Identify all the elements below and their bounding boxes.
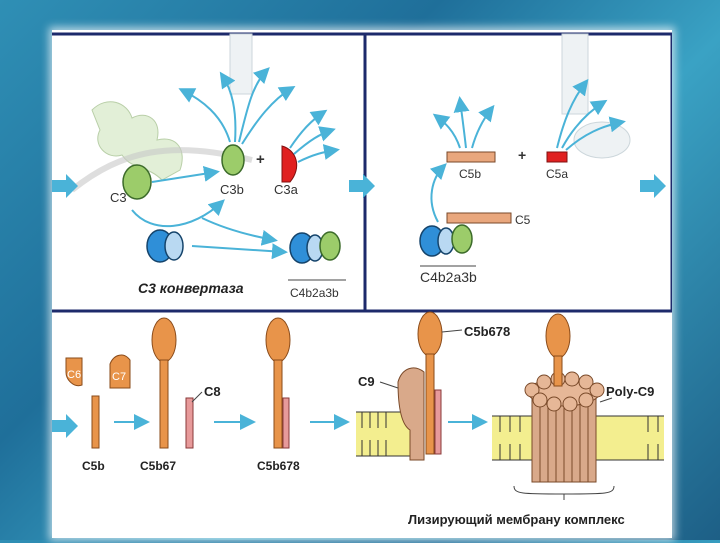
membrane-2-lipids: [499, 416, 659, 460]
c5b-bottom-label: C5b: [82, 459, 105, 473]
input-arrow-2: [349, 174, 375, 198]
arrow-c3b-1: [178, 88, 231, 143]
arrow-c3-to-c3b: [131, 199, 225, 228]
c3-convertase-label: С3 конвертаза: [138, 280, 244, 296]
c3b-label: C3b: [220, 182, 244, 197]
c3a-molecule: [281, 145, 298, 183]
c8-pointer: [191, 391, 203, 403]
c5a-bar: [546, 151, 568, 163]
c9-pointer: [379, 381, 399, 389]
membrane-1-lipids: [361, 412, 387, 456]
c5b-stick: [91, 395, 100, 449]
c4b2a3b-c3b: [319, 231, 341, 261]
arrow-c3-cleavage: [151, 165, 220, 183]
c5b67-head: [151, 317, 177, 363]
arrow-c5a-3: [565, 116, 626, 151]
c5b67-label: C5b67: [140, 459, 176, 473]
c5b678-stick: [273, 359, 283, 449]
arrow-c3b-4: [241, 85, 296, 145]
poly-c9-label: Poly-C9: [606, 384, 654, 399]
background-receptor-2: [561, 33, 589, 115]
c7-molecule: [109, 354, 131, 389]
arrow-c5b-3: [471, 104, 495, 149]
c5-label: C5: [515, 213, 531, 227]
c5b678-top-label: C5b678: [464, 324, 510, 339]
c3-label: C3: [110, 190, 127, 205]
arrow-c3b-2: [219, 71, 237, 143]
arrow-c3a-2: [293, 126, 336, 155]
complement-diagram: C3 C3b + C3a С3 конвертаза C4b2a3b C5b +…: [52, 32, 674, 527]
plus-sign-2: +: [518, 147, 526, 163]
c9-label: C9: [358, 374, 375, 389]
arrow-c5b-1: [432, 113, 461, 149]
arrow-convertase: [191, 243, 288, 260]
c4b2a3b-large-c3b: [451, 224, 473, 254]
arrow-c5b-2: [453, 96, 470, 149]
arrow-c3b-3: [238, 67, 270, 143]
c5b678-top-pointer: [441, 329, 463, 333]
c5b-bar: [446, 151, 496, 163]
c5b678-top-head: [417, 311, 443, 357]
c3a-label: C3a: [274, 182, 299, 197]
input-arrow-3: [640, 174, 666, 198]
c6-label: C6: [67, 369, 81, 381]
arrow-c5a-1: [556, 78, 589, 149]
diagram-panel: C3 C3b + C3a С3 конвертаза C4b2a3b C5b +…: [52, 30, 674, 538]
c5b-label: C5b: [459, 167, 481, 181]
plus-sign-1: +: [256, 151, 265, 168]
arrow-c3a-1: [289, 109, 328, 149]
background-receptor: [229, 33, 253, 95]
c3b-molecule: [221, 144, 245, 176]
c9-partial: [397, 367, 425, 461]
c5b67-stick: [159, 359, 169, 449]
arrow-c3a-3: [297, 144, 340, 163]
c4b2a3b-small-label: C4b2a3b: [290, 286, 339, 300]
c5a-label: C5a: [546, 167, 568, 181]
c4b2a3b-label: C4b2a3b: [420, 269, 477, 285]
mac-c5b-head: [545, 313, 571, 359]
arrow-c5a-2: [561, 99, 608, 149]
c8-label: C8: [204, 384, 221, 399]
mac-c5b-stick: [553, 355, 563, 387]
c3-molecule: [122, 164, 152, 200]
input-arrow-1: [52, 174, 78, 198]
mac-brace: [513, 485, 615, 495]
poly-c9-pointer: [599, 397, 613, 403]
c8-stick: [185, 397, 194, 449]
arrow-to-c5b: [429, 163, 447, 223]
input-arrow-4: [52, 414, 78, 438]
lytic-complex-label: Лизирующий мембрану комплекс: [408, 512, 625, 527]
c5-bar: [446, 212, 512, 224]
c5b678-bottom-label: C5b678: [257, 459, 300, 473]
c6-molecule: [65, 357, 83, 387]
arrow-c3b-join: [201, 217, 278, 246]
c2a-molecule: [164, 231, 184, 261]
c5b678-top-c8: [434, 389, 442, 455]
c5b678-head: [265, 317, 291, 363]
c5b678-top-stick: [425, 353, 435, 455]
c5b678-c8: [282, 397, 290, 449]
c7-label: C7: [112, 371, 126, 383]
